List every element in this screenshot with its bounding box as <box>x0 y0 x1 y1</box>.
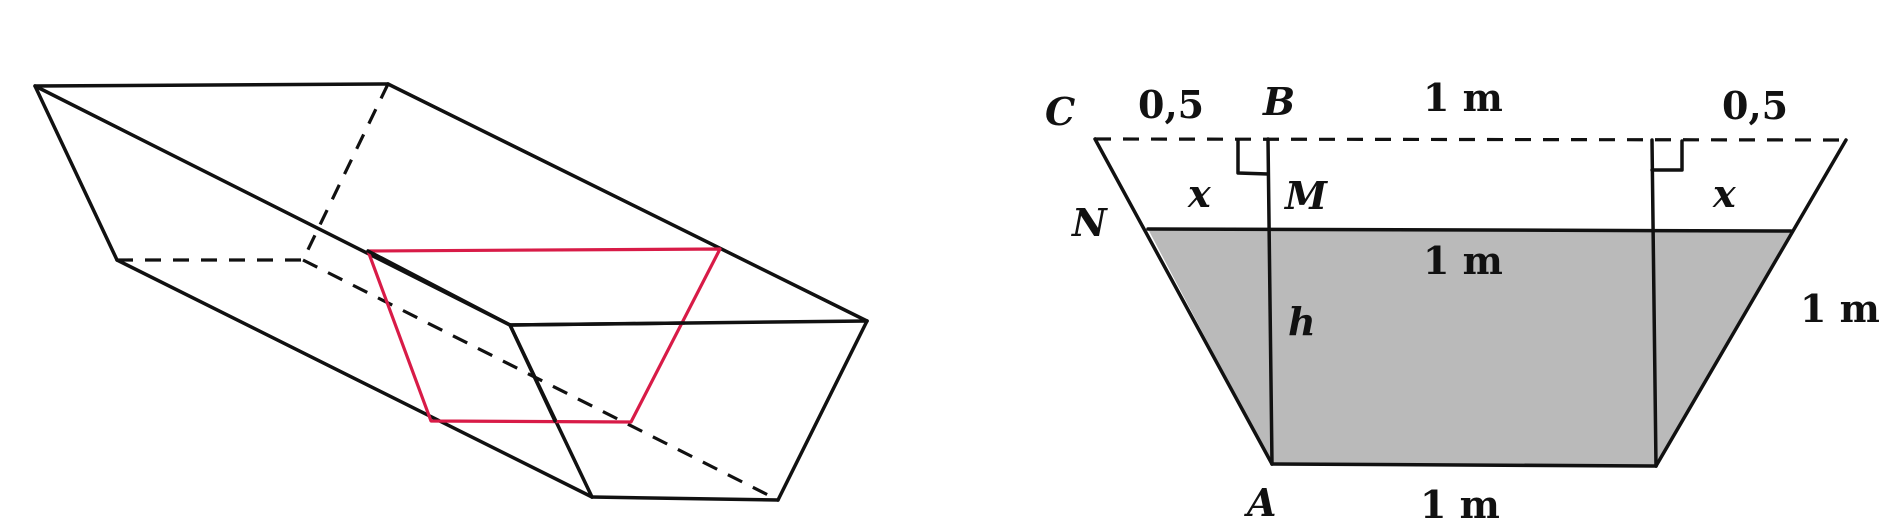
label-A: A <box>1244 480 1276 525</box>
label-C: C <box>1045 89 1075 134</box>
label-bottom-length: 1 m <box>1420 482 1500 527</box>
prism-left-face-outline <box>33 82 390 262</box>
label-M: M <box>1283 173 1328 218</box>
label-top-right-length: 0,5 <box>1722 83 1788 128</box>
left-slant-side <box>1093 137 1274 466</box>
right-slant-side <box>1654 138 1848 468</box>
prism-drawing <box>33 82 869 502</box>
prism-front-slant-over-section <box>508 323 557 423</box>
prism-right-bottom-edge <box>590 495 780 502</box>
prism-bottom-long-edge <box>115 258 594 499</box>
prism-middle-edge-over-section <box>366 249 512 327</box>
prism-top-edge-over-section <box>508 321 686 327</box>
label-right-side-length: 1 m <box>1800 286 1880 331</box>
right-right-angle-mark <box>1650 139 1684 172</box>
prism-hidden-back-slant <box>301 83 390 261</box>
label-N: N <box>1071 200 1108 245</box>
right-height-line <box>1650 138 1658 468</box>
label-h: h <box>1288 299 1316 344</box>
trapezoid-drawing: C 0,5 B 1 m 0,5 N x M x 1 m h 1 m A 1 m <box>1045 75 1880 527</box>
top-dashed-line <box>1094 137 1847 142</box>
water-surface-line <box>1146 227 1793 233</box>
prism-hidden-bottom-long <box>302 258 779 502</box>
label-B: B <box>1262 79 1295 124</box>
water-region <box>1148 229 1791 466</box>
left-right-angle-mark <box>1236 138 1270 176</box>
label-top-left-length: 0,5 <box>1138 82 1204 127</box>
prism-top-long-edge <box>386 82 869 323</box>
prism-right-back-slant <box>776 319 869 502</box>
left-height-line <box>1266 137 1274 466</box>
label-x-right: x <box>1712 171 1737 216</box>
label-water-length: 1 m <box>1423 238 1503 283</box>
label-x-left: x <box>1187 171 1212 216</box>
bottom-side <box>1270 462 1658 468</box>
hatched-cross-section <box>366 247 722 424</box>
label-top-middle-length: 1 m <box>1423 75 1503 120</box>
